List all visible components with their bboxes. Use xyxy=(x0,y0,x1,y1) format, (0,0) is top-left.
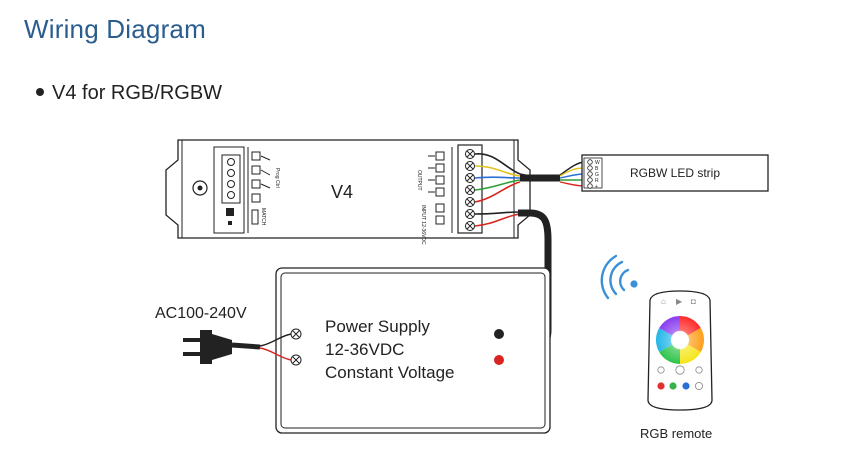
mounting-hole-icon xyxy=(192,180,208,196)
psu-dc-positive xyxy=(494,355,504,365)
rgbw-led-strip: W B G R + RGBW LED strip xyxy=(581,154,769,192)
controller-model-label: V4 xyxy=(331,182,353,202)
subtitle-text: V4 for RGB/RGBW xyxy=(52,82,223,104)
psu-dc-negative xyxy=(494,329,504,339)
color-wheel[interactable] xyxy=(655,316,705,365)
bullet-icon xyxy=(36,87,44,96)
remote-green-button[interactable] xyxy=(669,382,677,390)
ac-input-label: AC100-240V xyxy=(155,305,247,322)
v4-controller: Prog Ctrl MATCH V4 OUTPUT INPUT 12-36VDC xyxy=(165,139,531,245)
pin-b: B xyxy=(595,166,599,172)
input-label: INPUT 12-36VDC xyxy=(420,205,426,245)
match-label: MATCH xyxy=(260,208,266,226)
pin-g: G xyxy=(595,172,599,178)
remote-left-button[interactable] xyxy=(657,366,665,374)
wireless-signal-icon xyxy=(600,254,630,300)
remote-blue-button[interactable] xyxy=(682,382,690,390)
output-label: OUTPUT xyxy=(416,170,422,191)
svg-text:◘: ◘ xyxy=(691,297,696,306)
psu-line3: Constant Voltage xyxy=(325,363,454,382)
svg-text:▶: ▶ xyxy=(676,297,683,306)
svg-text:⌂: ⌂ xyxy=(661,297,666,306)
remote-red-button[interactable] xyxy=(657,382,665,390)
led-strip-label: RGBW LED strip xyxy=(630,166,720,180)
psu-line2: 12-36VDC xyxy=(325,340,404,359)
power-supply: Power Supply 12-36VDC Constant Voltage xyxy=(275,267,551,434)
psu-line1: Power Supply xyxy=(325,317,430,336)
pin-w: W xyxy=(595,160,600,166)
pin-plus: + xyxy=(595,184,598,190)
remote-label: RGB remote xyxy=(640,426,712,441)
remote-center-button[interactable] xyxy=(675,365,685,375)
prog-button[interactable] xyxy=(226,208,234,216)
remote-right-button[interactable] xyxy=(695,366,703,374)
section-subtitle: V4 for RGB/RGBW xyxy=(36,82,222,105)
page-title: Wiring Diagram xyxy=(24,14,206,44)
prog-label: Prog Ctrl xyxy=(274,168,280,188)
pin-r: R xyxy=(595,178,599,184)
rgb-remote: ⌂ ▶ ◘ xyxy=(600,254,713,441)
ac-plug-icon xyxy=(183,330,292,364)
remote-white-button[interactable] xyxy=(695,381,704,390)
output-wires xyxy=(474,153,531,203)
